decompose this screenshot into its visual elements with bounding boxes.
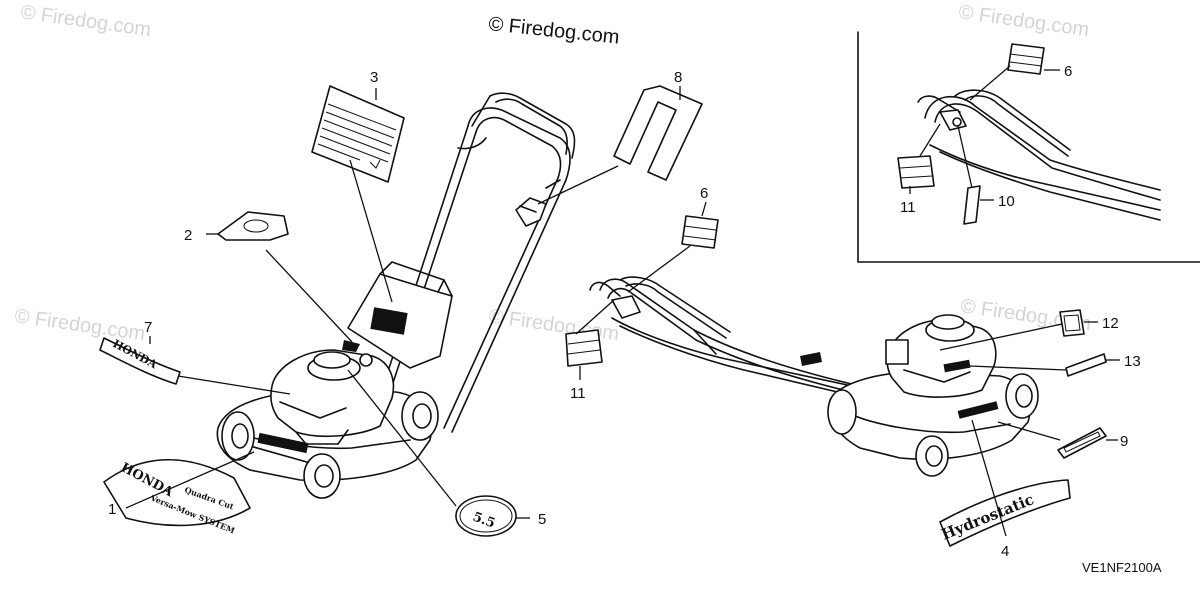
part-8-label [613, 85, 703, 181]
callout-2: 2 [184, 227, 192, 244]
callout-11: 11 [570, 385, 586, 402]
part-10-mark [963, 185, 981, 225]
callout-4: 4 [1001, 543, 1009, 560]
callout-6: 6 [700, 185, 708, 202]
watermark-top-right: © Firedog.com [957, 1, 1090, 41]
callout-3: 3 [370, 69, 378, 86]
callout-6-inset: 6 [1064, 63, 1072, 80]
callout-8: 8 [674, 69, 682, 86]
part-11-inset-label [897, 155, 935, 189]
diagram-code: VE1NF2100A [1082, 560, 1162, 575]
decal-5-value: 5.5 [471, 510, 497, 532]
callout-1: 1 [108, 501, 116, 518]
part-5-emblem: 5.5 [455, 495, 517, 537]
watermark-mid-left: © Firedog.com [13, 305, 146, 345]
part-6-label [681, 215, 719, 249]
leader-lines [125, 65, 1120, 537]
part-3-label [311, 85, 405, 183]
part-2-emblem [217, 211, 289, 241]
mower-right [589, 276, 1039, 477]
inset-frame [857, 31, 1200, 263]
part-11-label [565, 329, 603, 367]
callout-13: 13 [1124, 353, 1141, 370]
part-13-mark [1065, 353, 1107, 377]
callout-9: 9 [1120, 433, 1128, 450]
callout-7: 7 [144, 319, 152, 336]
part-6-inset-label [1007, 43, 1045, 75]
callout-11-inset: 11 [900, 199, 916, 216]
watermark-top-left: © Firedog.com [19, 1, 152, 41]
callout-12: 12 [1102, 315, 1119, 332]
part-9-mark [1057, 427, 1107, 459]
callout-5: 5 [538, 511, 546, 528]
part-4-emblem: Hydrostatic [939, 479, 1071, 547]
part-12-mark [1059, 309, 1085, 337]
part-1-decal: HONDA Quadra Cut Versa-Mow SYSTEM [103, 458, 251, 536]
mower-left [216, 92, 576, 499]
callout-10: 10 [998, 193, 1015, 210]
watermark-top: © Firedog.com [487, 13, 620, 49]
